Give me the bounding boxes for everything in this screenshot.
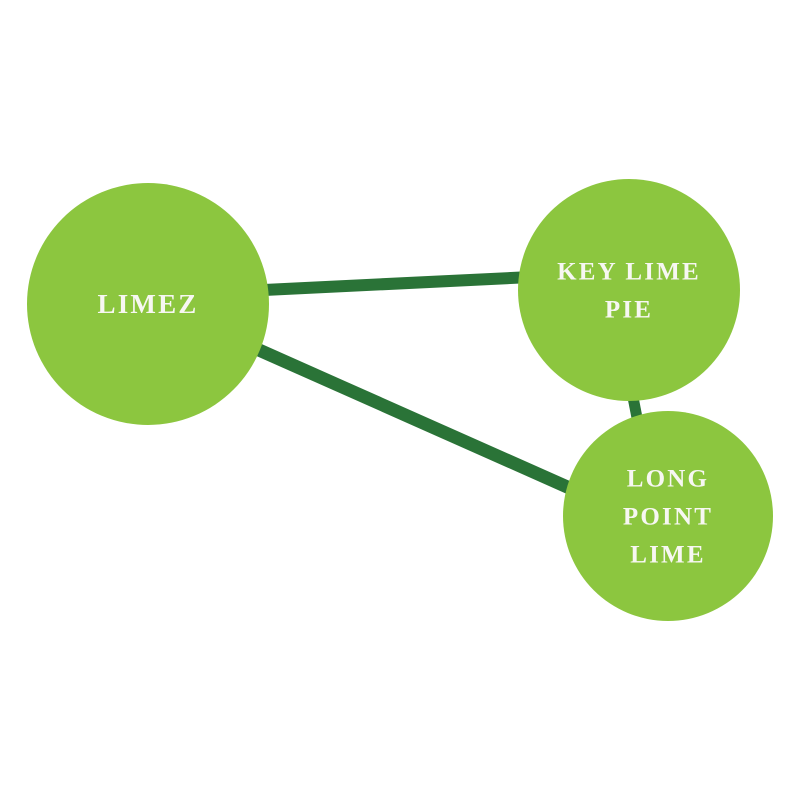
graph-node[interactable]: LIMEZ — [27, 183, 269, 425]
node-label-line: LIMEZ — [97, 289, 198, 319]
node-circle[interactable] — [563, 411, 773, 621]
node-layer: LIMEZ KEY LIME PIE LONG POINT LIME — [27, 179, 773, 621]
graph-node[interactable]: LONG POINT LIME — [563, 411, 773, 621]
node-circle[interactable] — [27, 183, 269, 425]
node-circle[interactable] — [518, 179, 740, 401]
node-label-line: PIE — [605, 297, 653, 324]
node-label: LONG POINT LIME — [623, 466, 713, 569]
node-label-line: LIME — [630, 542, 705, 569]
node-label: KEY LIME PIE — [557, 259, 701, 324]
node-label-line: POINT — [623, 504, 713, 531]
node-label-line: KEY LIME — [557, 259, 701, 286]
node-label: LIMEZ — [97, 289, 198, 319]
graph-edge[interactable] — [256, 344, 595, 504]
graph-node[interactable]: KEY LIME PIE — [518, 179, 740, 401]
node-label-line: LONG — [627, 466, 709, 493]
